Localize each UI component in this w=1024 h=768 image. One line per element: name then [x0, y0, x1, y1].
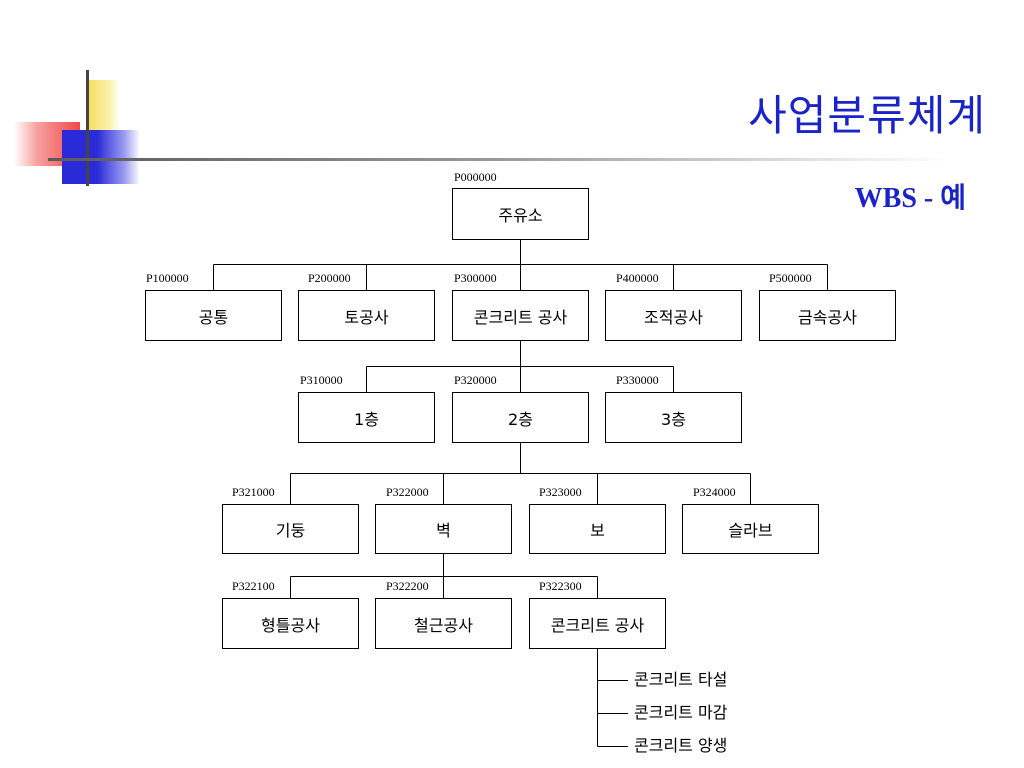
wbs-code: P322200: [386, 579, 429, 593]
connector-level1-level2: [366, 341, 674, 392]
connector-activities: [597, 649, 628, 747]
wbs-code: P322000: [386, 485, 429, 499]
wbs-activity: 콘크리트 마감: [634, 703, 728, 722]
deco-blue-block: [62, 130, 140, 184]
wbs-node: 2층: [452, 392, 589, 443]
slide-subtitle: WBS - 예: [854, 183, 966, 214]
wbs-code: P500000: [769, 271, 812, 285]
wbs-code: P330000: [616, 373, 659, 387]
wbs-node: 콘크리트 공사: [452, 290, 589, 341]
connector-level2-level3: [290, 443, 751, 504]
wbs-code: P300000: [454, 271, 497, 285]
wbs-activity: 콘크리트 양생: [634, 736, 728, 755]
wbs-code: P321000: [232, 485, 275, 499]
wbs-node: 슬라브: [682, 504, 819, 554]
wbs-node-root: 주유소: [452, 188, 589, 240]
wbs-code: P400000: [616, 271, 659, 285]
wbs-node: 금속공사: [759, 290, 896, 341]
wbs-code: P324000: [693, 485, 736, 499]
slide-title: 사업분류체계: [748, 91, 986, 140]
wbs-node: 공통: [145, 290, 282, 341]
wbs-code: P310000: [300, 373, 343, 387]
connector-root-level1: [213, 240, 828, 290]
wbs-node: 콘크리트 공사: [529, 598, 666, 649]
wbs-node: 철근공사: [375, 598, 512, 649]
wbs-node: 형틀공사: [222, 598, 359, 649]
wbs-code: P320000: [454, 373, 497, 387]
wbs-node: 보: [529, 504, 666, 554]
wbs-node: 3층: [605, 392, 742, 443]
connector-level3-level4: [290, 554, 598, 598]
wbs-code: P322100: [232, 579, 275, 593]
wbs-code: P200000: [308, 271, 351, 285]
wbs-node: 1층: [298, 392, 435, 443]
title-rule: [48, 158, 948, 161]
wbs-node: 기둥: [222, 504, 359, 554]
wbs-code: P322300: [539, 579, 582, 593]
wbs-node: 벽: [375, 504, 512, 554]
wbs-code: P100000: [146, 271, 189, 285]
wbs-node: 조적공사: [605, 290, 742, 341]
deco-vertical-bar: [86, 70, 89, 186]
wbs-code: P323000: [539, 485, 582, 499]
wbs-node: 토공사: [298, 290, 435, 341]
wbs-activity: 콘크리트 타설: [634, 670, 728, 689]
wbs-code-root: P000000: [454, 170, 497, 184]
